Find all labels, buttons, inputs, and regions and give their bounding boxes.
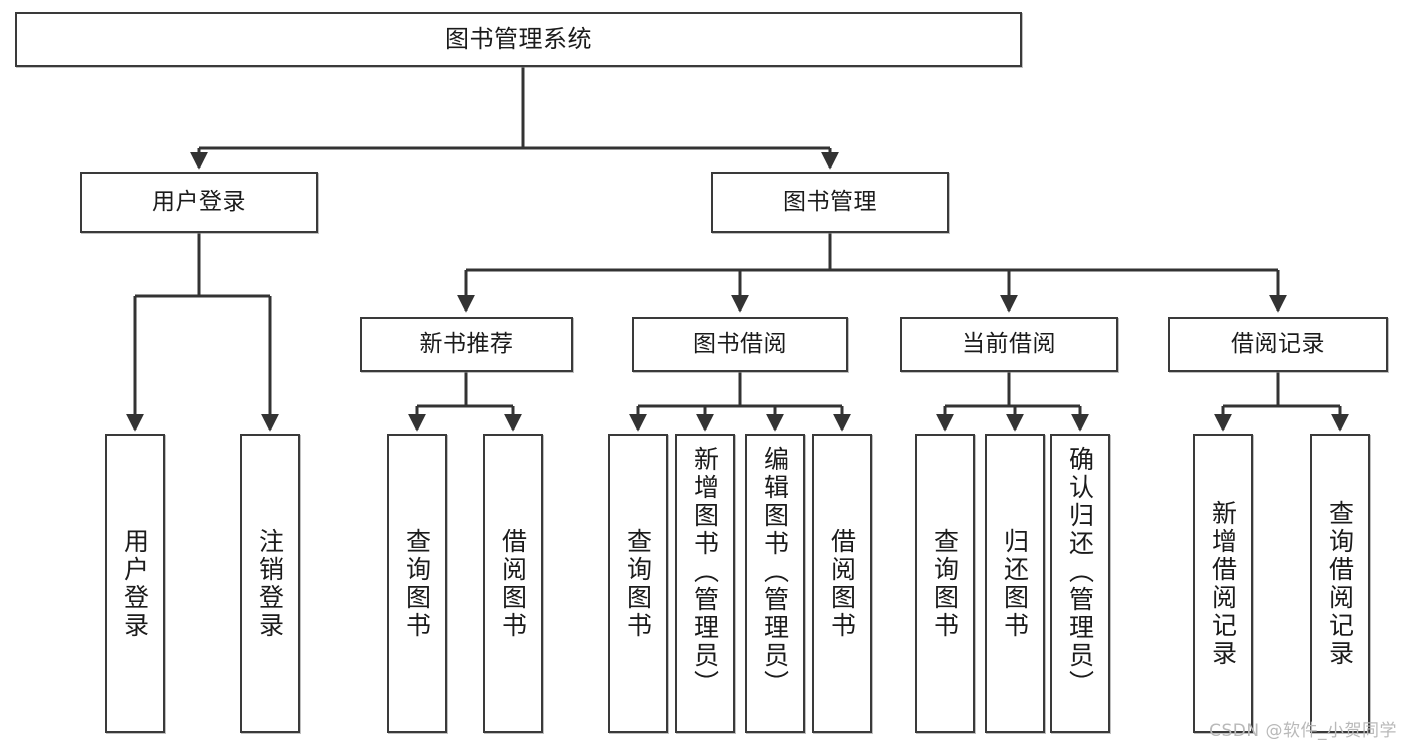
node-leaf-edit-book-label: 编辑图书（管理员） (760, 446, 790, 698)
node-new-book-rec-label: 新书推荐 (419, 331, 514, 358)
node-leaf-confirm-return-label: 确认归还（管理员） (1065, 446, 1095, 698)
node-user-login[interactable]: 用户登录 (80, 172, 318, 233)
node-user-login-label: 用户登录 (152, 189, 246, 216)
node-leaf-query-record-label: 查询借阅记录 (1325, 499, 1355, 668)
node-leaf-user-logout[interactable]: 注销登录 (240, 434, 300, 733)
node-leaf-query-book-2[interactable]: 查询图书 (608, 434, 668, 733)
node-leaf-query-book-1-label: 查询图书 (402, 527, 432, 640)
node-leaf-query-book-1[interactable]: 查询图书 (387, 434, 447, 733)
node-leaf-add-book[interactable]: 新增图书（管理员） (675, 434, 735, 733)
node-leaf-return-book[interactable]: 归还图书 (985, 434, 1045, 733)
node-leaf-edit-book[interactable]: 编辑图书（管理员） (745, 434, 805, 733)
node-leaf-user-login-label: 用户登录 (120, 527, 150, 640)
node-book-borrow-label: 图书借阅 (693, 331, 787, 358)
node-leaf-user-login[interactable]: 用户登录 (105, 434, 165, 733)
node-leaf-add-record-label: 新增借阅记录 (1208, 499, 1238, 668)
node-borrow-record-label: 借阅记录 (1231, 331, 1325, 358)
node-leaf-add-book-label: 新增图书（管理员） (690, 446, 720, 698)
node-root[interactable]: 图书管理系统 (15, 12, 1022, 67)
node-leaf-confirm-return[interactable]: 确认归还（管理员） (1050, 434, 1110, 733)
node-leaf-query-record[interactable]: 查询借阅记录 (1310, 434, 1370, 733)
node-leaf-borrow-book-1-label: 借阅图书 (498, 527, 528, 640)
node-root-label: 图书管理系统 (445, 24, 592, 53)
node-leaf-user-logout-label: 注销登录 (255, 527, 285, 640)
node-current-borrow[interactable]: 当前借阅 (900, 317, 1118, 372)
node-leaf-borrow-book-2[interactable]: 借阅图书 (812, 434, 872, 733)
node-borrow-record[interactable]: 借阅记录 (1168, 317, 1388, 372)
node-leaf-add-record[interactable]: 新增借阅记录 (1193, 434, 1253, 733)
node-book-borrow[interactable]: 图书借阅 (632, 317, 848, 372)
node-current-borrow-label: 当前借阅 (962, 331, 1056, 358)
node-new-book-rec[interactable]: 新书推荐 (360, 317, 573, 372)
node-leaf-query-book-3-label: 查询图书 (930, 527, 960, 640)
node-leaf-query-book-2-label: 查询图书 (623, 527, 653, 640)
node-book-manage-label: 图书管理 (783, 189, 877, 216)
node-leaf-return-book-label: 归还图书 (1000, 527, 1030, 640)
node-leaf-borrow-book-2-label: 借阅图书 (827, 527, 857, 640)
node-leaf-borrow-book-1[interactable]: 借阅图书 (483, 434, 543, 733)
node-leaf-query-book-3[interactable]: 查询图书 (915, 434, 975, 733)
watermark: CSDN @软件_小贺同学 (1209, 721, 1397, 741)
node-book-manage[interactable]: 图书管理 (711, 172, 949, 233)
